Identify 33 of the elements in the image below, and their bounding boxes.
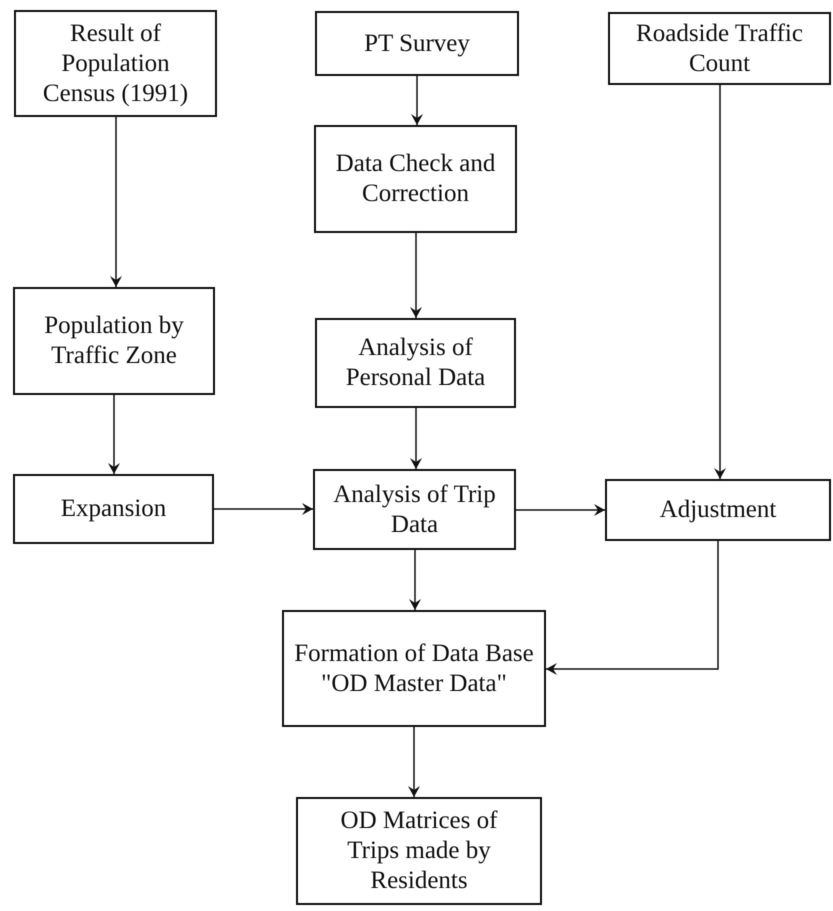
arrow [411,76,423,125]
arrow [410,408,422,469]
arrow [214,503,313,515]
arrow [408,727,420,797]
arrow [546,541,719,675]
box-label: Adjustment [660,495,776,525]
process-box [13,287,215,395]
process-box [13,474,214,544]
box-label: Expansion [60,494,166,524]
box-label: Analysis of Trip Data [332,480,497,540]
process-box [296,797,542,905]
box-label: Data Check and Correction [334,149,496,209]
process-box [314,125,517,233]
arrow [108,395,120,474]
box-label: Result of Population Census (1991) [42,18,190,108]
box-label: Formation of Data Base "OD Master Data" [294,638,534,698]
process-box [315,318,516,408]
process-box [282,610,546,727]
arrow [110,117,122,287]
arrow [516,504,605,516]
box-label: Roadside Traffic Count [635,18,804,78]
process-box [14,10,217,117]
process-box [608,12,831,85]
process-box [315,11,519,76]
box-label: Population by Traffic Zone [43,311,185,371]
process-box [605,479,831,541]
box-label: PT Survey [364,28,470,58]
arrow [410,233,422,318]
arrow [714,85,726,479]
box-label: Analysis of Personal Data [344,333,486,393]
box-label: OD Matrices of Trips made by Residents [340,806,498,896]
process-box [313,469,516,550]
arrow [409,550,421,610]
